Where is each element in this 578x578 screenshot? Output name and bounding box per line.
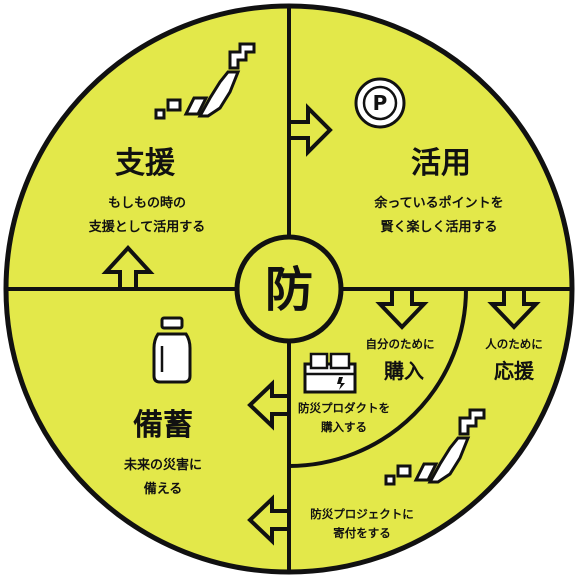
support-desc-2: 寄付をする <box>333 526 391 540</box>
quadrant-title-utilize: 活用 <box>411 146 471 181</box>
quadrant-line-utilize-1: 余っているポイントを <box>373 195 503 211</box>
point-coin-letter: P <box>373 91 388 115</box>
disaster-kit-icon <box>303 352 357 394</box>
quadrant-line-stockpile-1: 未来の災害に <box>123 457 202 473</box>
japan-map-icon <box>384 408 486 486</box>
center-glyph: 防 <box>265 262 313 318</box>
arrow-from-purchase <box>247 379 287 431</box>
divider-inner-arc <box>288 288 468 468</box>
purchase-small-label: 自分のために <box>366 337 435 351</box>
water-bottle-icon <box>152 316 192 384</box>
point-coin-icon: P <box>354 77 406 129</box>
quadrant-line-support-2: 支援として活用する <box>88 219 206 235</box>
quadrant-line-utilize-2: 賢く楽しく活用する <box>380 219 497 235</box>
quadrant-title-stockpile: 備蓄 <box>133 408 193 443</box>
arrow-from-support <box>247 494 287 546</box>
center-badge: 防 <box>234 234 344 344</box>
support-desc-1: 防災プロジェクトに <box>310 507 414 521</box>
support-title: 応援 <box>494 359 535 383</box>
arrow-to-support <box>487 291 541 330</box>
arrow-to-top-left <box>101 245 155 287</box>
quadrant-line-stockpile-2: 備える <box>144 481 183 497</box>
purchase-desc-2: 購入する <box>320 420 367 434</box>
arrow-to-purchase <box>375 291 429 330</box>
quadrant-line-support-1: もしもの時の <box>108 195 186 211</box>
arrow-to-top-right <box>291 103 333 157</box>
japan-map-icon <box>154 42 256 120</box>
purchase-desc-1: 防災プロダクトを <box>298 401 390 415</box>
support-small-label: 人のために <box>485 337 543 351</box>
quadrant-title-support: 支援 <box>115 146 176 181</box>
purchase-title: 購入 <box>384 359 424 383</box>
